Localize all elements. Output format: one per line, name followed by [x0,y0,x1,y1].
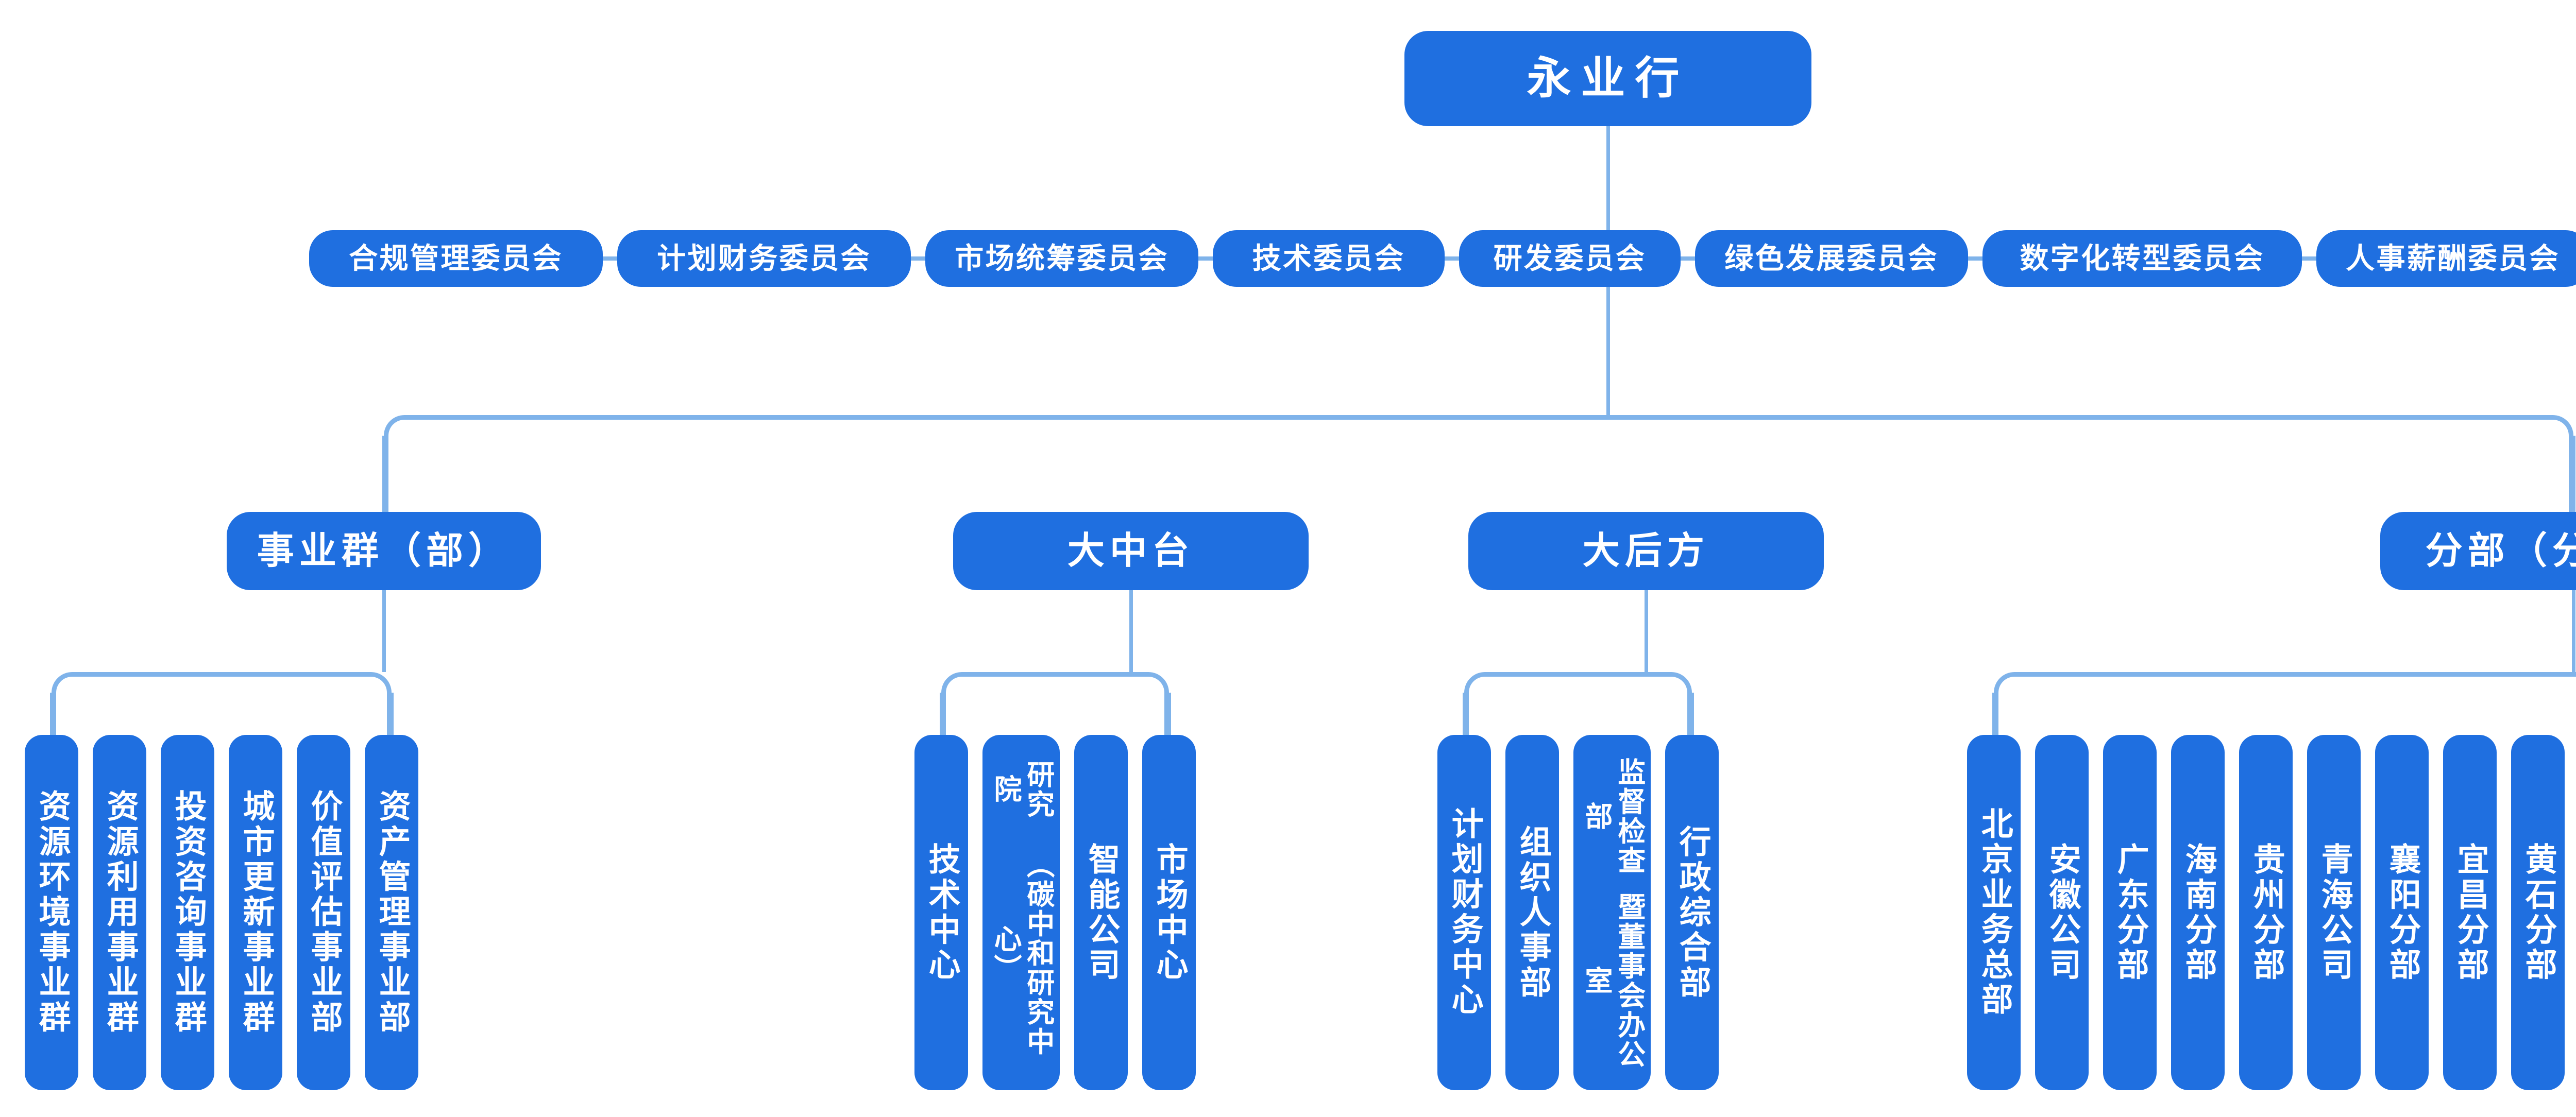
leaf-g3-3[interactable]: 监督检查部暨董事会办公室 [1573,735,1651,1090]
connector-committee-link [603,256,617,261]
leaf-label-line2: 暨董事会办公室 [1581,892,1645,1070]
connector-group-4-stem [2571,590,2575,672]
leaf-label-line1: 监督检查部 [1581,758,1645,876]
leaf-g4-8[interactable]: 宜昌分部 [2443,735,2497,1090]
root-node[interactable]: 永业行 [1404,31,1811,126]
leaf-label-line2: （碳中和研究中心） [990,850,1054,1057]
connector-bus-group-2 [941,672,1169,735]
committee-2[interactable]: 计划财务委员会 [617,230,911,287]
leaf-label-line1: 研究院 [990,760,1054,819]
group-1[interactable]: 事业群（部） [227,512,541,590]
leaf-g1-5[interactable]: 价值评估事业部 [297,735,350,1090]
connector-leaf-drop-right [1690,693,1694,735]
connector-leaf-drop-right [1167,693,1171,735]
leaf-g4-5[interactable]: 贵州分部 [2239,735,2293,1090]
leaf-g4-2[interactable]: 安徽公司 [2035,735,2089,1090]
connector-leaf-drop-left [939,693,943,735]
connector-committee-link [911,256,925,261]
connector-group-3-stem [1644,590,1648,672]
connector-bus-mask [2018,677,2576,736]
connector-leaf-drop-left [1462,693,1466,735]
leaf-g4-7[interactable]: 襄阳分部 [2375,735,2429,1090]
connector-root-stem-lower [1606,287,1610,415]
connector-leaf-drop-left [1992,693,1996,735]
group-2[interactable]: 大中台 [953,512,1309,590]
leaf-g3-1[interactable]: 计划财务中心 [1437,735,1491,1090]
leaf-g4-4[interactable]: 海南分部 [2171,735,2225,1090]
committee-7[interactable]: 数字化转型委员会 [1982,230,2302,287]
connector-group-drop-right [2571,436,2575,512]
committee-1[interactable]: 合规管理委员会 [309,230,603,287]
connector-leaf-drop-left [49,693,54,735]
leaf-g4-1[interactable]: 北京业务总部 [1967,735,2021,1090]
committee-6[interactable]: 绿色发展委员会 [1695,230,1968,287]
leaf-g2-2[interactable]: 研究院 （碳中和研究中心） [982,735,1060,1090]
group-4[interactable]: 分部（分公司） [2380,512,2576,590]
committee-8[interactable]: 人事薪酬委员会 [2316,230,2576,287]
connector-committee-link [1445,256,1459,261]
leaf-g4-6[interactable]: 青海公司 [2307,735,2361,1090]
leaf-g3-4[interactable]: 行政综合部 [1665,735,1719,1090]
connector-committee-link [2302,256,2316,261]
connector-bus-mask [75,677,368,736]
leaf-g2-1[interactable]: 技术中心 [914,735,968,1090]
committee-3[interactable]: 市场统筹委员会 [925,230,1198,287]
connector-committee-link [1968,256,1982,261]
connector-root-to-committees [1606,126,1610,259]
leaf-g3-2[interactable]: 组织人事部 [1505,735,1559,1090]
leaf-g4-3[interactable]: 广东分部 [2103,735,2157,1090]
leaf-g1-3[interactable]: 投资咨询事业群 [161,735,214,1090]
connector-bus-level2 [384,415,2573,512]
connector-bus-group-4 [1994,672,2576,735]
leaf-g1-4[interactable]: 城市更新事业群 [229,735,282,1090]
connector-bus-group-1 [52,672,392,735]
connector-group-drop-left [382,436,386,512]
leaf-g1-1[interactable]: 资源环境事业群 [25,735,78,1090]
connector-group-2-stem [1129,590,1133,672]
connector-group-1-stem [382,590,386,672]
connector-leaf-drop-right [389,693,394,735]
connector-bus-mask [1488,677,1668,736]
leaf-g1-2[interactable]: 资源利用事业群 [93,735,146,1090]
leaf-g1-6[interactable]: 资产管理事业部 [365,735,418,1090]
connector-committee-link [1198,256,1213,261]
leaf-g2-4[interactable]: 市场中心 [1142,735,1196,1090]
committee-4[interactable]: 技术委员会 [1213,230,1445,287]
connector-bus-mask [965,677,1145,736]
leaf-g4-9[interactable]: 黄石分部 [2511,735,2565,1090]
group-3[interactable]: 大后方 [1468,512,1824,590]
committee-5[interactable]: 研发委员会 [1459,230,1681,287]
connector-bus-mask [408,420,2550,513]
connector-bus-group-3 [1464,672,1692,735]
connector-committee-link [1681,256,1695,261]
leaf-g2-3[interactable]: 智能公司 [1074,735,1128,1090]
